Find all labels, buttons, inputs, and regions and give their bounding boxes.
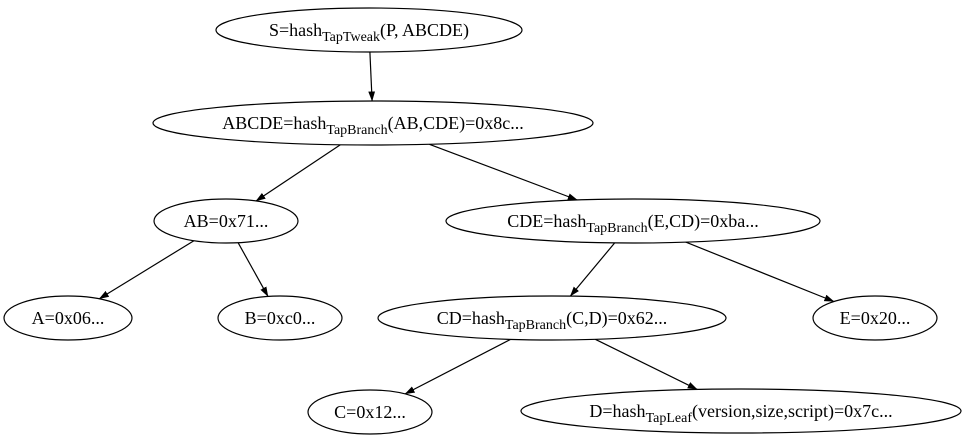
node-CD: CD=hashTapBranch(C,D)=0x62... xyxy=(377,295,727,341)
node-D: D=hashTapLeaf(version,size,script)=0x7c.… xyxy=(520,388,962,434)
node-AB: AB=0x71... xyxy=(153,198,299,244)
node-CDE-shape xyxy=(445,198,821,244)
node-ABCDE-label: ABCDE=hashTapBranch(AB,CDE)=0x8c... xyxy=(222,113,524,138)
node-B-label: B=0xc0... xyxy=(245,308,316,328)
node-S-shape xyxy=(215,7,523,53)
node-CDE-label: CDE=hashTapBranch(E,CD)=0xba... xyxy=(507,211,759,236)
node-E-shape xyxy=(812,295,938,341)
node-CDE: CDE=hashTapBranch(E,CD)=0xba... xyxy=(445,198,821,244)
node-D-label: D=hashTapLeaf(version,size,script)=0x7c.… xyxy=(589,401,892,426)
node-E: E=0x20... xyxy=(812,295,938,341)
edge-AB-A xyxy=(98,240,195,300)
node-A: A=0x06... xyxy=(3,295,133,341)
node-A-label: A=0x06... xyxy=(32,308,105,328)
edges-group xyxy=(98,51,835,395)
edge-CD-C xyxy=(404,338,511,395)
node-S: S=hashTapTweak(P, ABCDE) xyxy=(215,7,523,53)
node-C-label: C=0x12... xyxy=(334,402,406,422)
node-ABCDE: ABCDE=hashTapBranch(AB,CDE)=0x8c... xyxy=(152,100,594,146)
node-E-label: E=0x20... xyxy=(840,308,911,328)
node-AB-shape xyxy=(153,198,299,244)
node-ABCDE-shape xyxy=(152,100,594,146)
node-A-shape xyxy=(3,295,133,341)
node-B-shape xyxy=(217,295,343,341)
edge-CDE-E xyxy=(685,241,835,303)
node-CD-label: CD=hashTapBranch(C,D)=0x62... xyxy=(437,308,668,333)
edge-S-ABCDE xyxy=(368,51,376,102)
node-D-shape xyxy=(520,388,962,434)
nodes-group: S=hashTapTweak(P, ABCDE) ABCDE=hashTapBra… xyxy=(3,7,962,435)
edge-ABCDE-CDE xyxy=(429,143,578,201)
node-B: B=0xc0... xyxy=(217,295,343,341)
node-S-label: S=hashTapTweak(P, ABCDE) xyxy=(269,20,469,45)
edge-AB-B xyxy=(237,242,269,297)
edge-ABCDE-AB xyxy=(255,144,341,202)
node-AB-label: AB=0x71... xyxy=(184,211,269,231)
edge-CD-D xyxy=(595,338,698,390)
node-C-shape xyxy=(307,389,433,435)
node-C: C=0x12... xyxy=(307,389,433,435)
edge-CDE-CD xyxy=(569,242,616,297)
node-CD-shape xyxy=(377,295,727,341)
